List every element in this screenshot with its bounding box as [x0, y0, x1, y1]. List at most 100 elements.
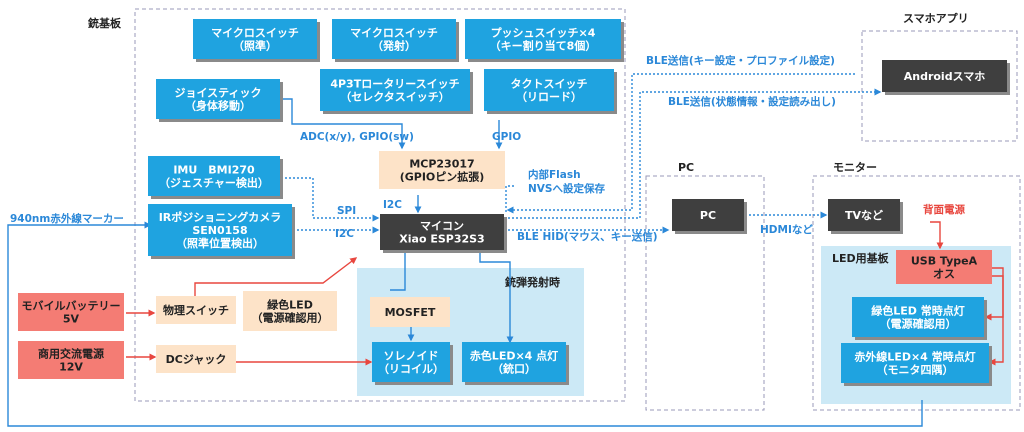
label-flash-line: 内部Flash — [528, 168, 581, 181]
box-text-line: 緑色LED 常時点灯 — [871, 304, 964, 318]
box-text-line: 赤色LED×4 点灯 — [470, 349, 558, 363]
connector-joystick-mcp — [281, 98, 406, 150]
region-label-monitor: モニター — [833, 161, 877, 174]
box-imu: IMU BMI270（ジェスチャー検出） — [148, 156, 283, 199]
box-text-line: Androidスマホ — [904, 70, 986, 83]
box-body — [672, 199, 744, 231]
region-label-pc: PC — [678, 161, 694, 174]
connector-mcu-red-led — [479, 250, 514, 344]
box-phys-switch: 物理スイッチ — [156, 296, 236, 324]
connector-mcu-flash — [505, 185, 516, 212]
box-ir-led: 赤外線LED×4 常時点灯（モニタ四隅） — [841, 343, 992, 386]
box-rotary: 4P3Tロータリースイッチ（セレクタスイッチ） — [320, 69, 473, 114]
box-body — [484, 69, 614, 111]
box-micro-aim: マイクロスイッチ（照準） — [193, 19, 320, 62]
box-body — [156, 345, 236, 373]
region-gun — [134, 8, 626, 402]
box-body — [332, 19, 456, 59]
box-body — [18, 341, 124, 379]
panel-label-led: LED用基板 — [832, 251, 890, 265]
box-body — [193, 19, 317, 59]
box-text-line: 物理スイッチ — [163, 303, 229, 317]
connector-mcu-mosfet — [390, 250, 406, 291]
box-text-line: オス — [933, 268, 955, 281]
region-app — [861, 30, 1018, 142]
box-text-line: （リコイル） — [378, 363, 444, 376]
connector-ble-status — [508, 88, 882, 219]
label-i2c-mcp: I2C — [383, 199, 402, 211]
label-flash-line: NVSへ設定保存 — [528, 182, 605, 195]
box-mosfet: MOSFET — [370, 297, 450, 327]
box-text-line: 赤外線LED×4 常時点灯 — [854, 350, 975, 364]
box-joystick: ジョイスティック（身体移動） — [156, 79, 283, 122]
box-text-line: SEN0158 — [192, 224, 247, 237]
box-text-line: 5V — [63, 313, 80, 326]
box-body — [148, 156, 280, 196]
panel-label-firing: 銃弾発射時 — [505, 275, 560, 289]
box-text-line: （リロード） — [516, 91, 582, 104]
box-text-line: （電源確認用） — [880, 317, 957, 331]
box-body — [841, 343, 989, 383]
box-text-line: ジョイスティック — [174, 87, 261, 100]
box-body — [156, 296, 236, 324]
box-green-led-const: 緑色LED 常時点灯（電源確認用） — [852, 297, 987, 340]
box-green-led: 緑色LED（電源確認用） — [243, 291, 337, 331]
box-body — [148, 204, 292, 256]
connector-ir-marker — [7, 221, 923, 427]
box-body — [882, 60, 1007, 92]
box-text-line: プッシュスイッチ×4 — [491, 26, 596, 40]
region-label-app: スマホアプリ — [903, 11, 969, 25]
box-text-line: （照準） — [233, 39, 277, 53]
label-spi: SPI — [337, 205, 356, 217]
box-solenoid: ソレノイド（リコイル） — [372, 342, 453, 385]
box-text-line: DCジャック — [166, 353, 227, 366]
label-i2c-cam: I2C — [335, 228, 354, 240]
box-text-line: 12V — [59, 361, 83, 374]
box-body — [320, 69, 470, 111]
box-text-line: （キー割り当て8個） — [490, 39, 597, 53]
box-text-line: IRポジショニングカメラ — [159, 210, 282, 224]
box-text-line: （電源確認用） — [252, 311, 329, 325]
region-label-gun: 銃基板 — [88, 16, 122, 30]
region-pc — [645, 175, 765, 411]
box-text-line: マイクロスイッチ — [350, 27, 438, 40]
box-text-line: タクトスイッチ — [511, 78, 588, 91]
region-monitor — [812, 175, 1021, 411]
label-adc: ADC(x/y), GPIO(sw) — [300, 131, 414, 143]
box-body — [370, 297, 450, 327]
box-text-line: マイクロスイッチ — [211, 27, 299, 40]
box-text-line: 4P3Tロータリースイッチ — [330, 78, 459, 91]
box-android: Androidスマホ — [882, 60, 1010, 95]
box-text-line: （銃口） — [492, 362, 536, 376]
box-text-line: マイコン — [420, 220, 464, 233]
box-text-line: （身体移動） — [185, 99, 251, 113]
label-ble-hid: BLE HID(マウス、キー送信) — [517, 230, 658, 243]
box-text-line: USB TypeA — [911, 255, 978, 268]
box-body — [380, 214, 504, 250]
box-mcp: MCP23017(GPIOピン拡張) — [379, 151, 505, 189]
label-ir-marker: 940nm赤外線マーカー — [10, 212, 124, 225]
connector-switch-green-led — [194, 257, 358, 300]
box-micro-fire: マイクロスイッチ（発射） — [332, 19, 459, 62]
box-push: プッシュスイッチ×4（キー割り当て8個） — [465, 19, 624, 62]
connector-usb-ir — [988, 275, 1004, 366]
box-red-led: 赤色LED×4 点灯（銃口） — [462, 342, 569, 385]
label-ble-send-key: BLE送信(キー設定・プロファイル設定) — [646, 54, 835, 67]
box-text-line: TVなど — [845, 209, 883, 222]
label-back-power: 背面電源 — [923, 203, 965, 216]
box-dc-jack: DCジャック — [156, 345, 236, 373]
box-text-line: Xiao ESP32S3 — [399, 233, 484, 246]
box-body — [465, 19, 621, 59]
box-body — [828, 199, 900, 231]
box-text-line: モバイルバッテリー — [22, 300, 121, 313]
box-body — [18, 293, 124, 331]
box-text-line: （発射） — [372, 39, 416, 53]
box-text-line: ソレノイド — [384, 350, 439, 363]
connector-imu-mcu — [281, 177, 380, 222]
label-hdmi: HDMIなど — [760, 223, 813, 236]
